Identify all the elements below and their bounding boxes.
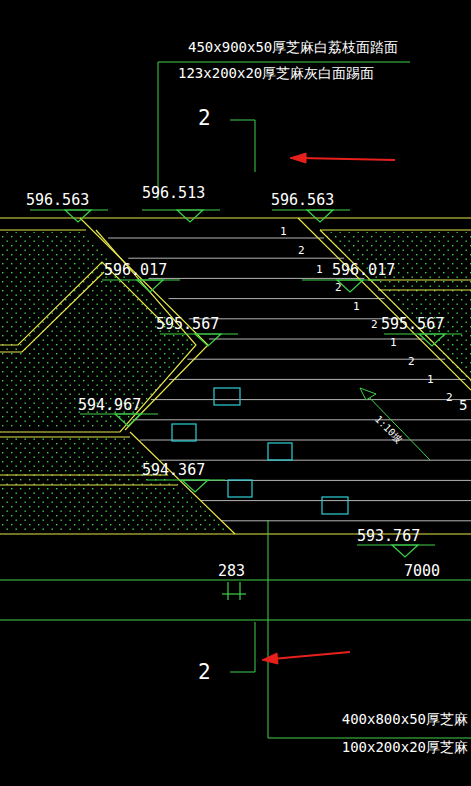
elevation: 593.767 <box>357 529 420 544</box>
elevation: 595.567 <box>156 317 219 332</box>
elevation: 596.017 <box>104 263 167 278</box>
step-number: 2 <box>298 245 305 256</box>
section-mark: 2 <box>198 108 211 129</box>
red-arrows <box>262 153 395 664</box>
step-number: 2 <box>335 282 342 293</box>
anti-slip-strips <box>172 388 348 514</box>
dimension: 7000 <box>404 564 440 579</box>
elevation: 594.967 <box>78 398 141 413</box>
material-note: 400x800x50厚芝麻 <box>342 712 468 726</box>
leaders <box>158 62 471 738</box>
material-note: 123x200x20厚芝麻灰白面踢面 <box>178 66 374 80</box>
elevation-marks <box>30 210 462 557</box>
elevation: 596.563 <box>271 193 334 208</box>
step-number: 1 <box>316 264 323 275</box>
dimension: 283 <box>218 564 245 579</box>
step-number: 2 <box>408 356 415 367</box>
step-number: 1 <box>280 226 287 237</box>
elevation: 594.367 <box>142 463 205 478</box>
section-mark: 2 <box>198 662 211 683</box>
elevation: 595.567 <box>381 317 444 332</box>
material-note: 450x900x50厚芝麻白荔枝面踏面 <box>188 40 398 54</box>
step-number: 2 <box>446 392 453 403</box>
outer-lines <box>0 580 471 620</box>
step-number: 2 <box>371 319 378 330</box>
slope-label: 1:10坡 <box>373 414 404 445</box>
hatch-regions <box>0 232 471 532</box>
material-note: 100x200x20厚芝麻 <box>342 740 468 754</box>
step-number: 1 <box>353 301 360 312</box>
elevation: 596.017 <box>332 263 395 278</box>
slope-arrow <box>360 388 430 460</box>
wall-lines <box>0 218 471 534</box>
elevation: 596.513 <box>142 186 205 201</box>
step-number: 1 <box>390 337 397 348</box>
step-number: 1 <box>427 374 434 385</box>
elevation: 596.563 <box>26 193 89 208</box>
step-number: 5 <box>459 398 467 412</box>
